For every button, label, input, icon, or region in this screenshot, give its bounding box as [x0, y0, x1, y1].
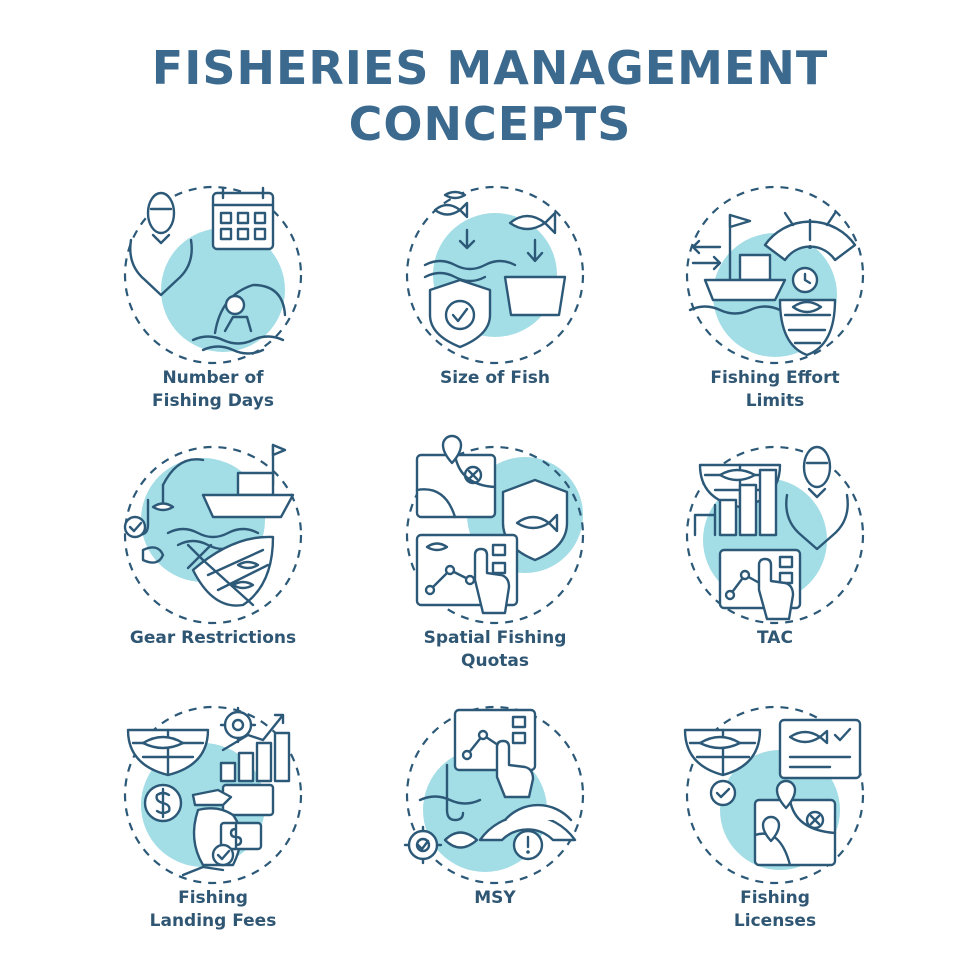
concept-label: Spatial Fishing Quotas: [423, 628, 567, 671]
concept-label: Fishing Licenses: [733, 888, 817, 931]
concept-label: Fishing Effort Limits: [710, 368, 840, 411]
concept-card-gear-restrictions: Gear Restrictions: [63, 443, 363, 705]
concept-card-landing-fees: Fishing Landing Fees: [63, 705, 363, 965]
title-line-2: CONCEPTS: [348, 97, 632, 151]
concept-card-effort-limits: Fishing Effort Limits: [625, 185, 925, 445]
concept-card-fishing-licenses: Fishing Licenses: [625, 705, 925, 965]
concept-card-spatial-quotas: Spatial Fishing Quotas: [345, 434, 645, 705]
spatial-quotas-icon: [405, 434, 585, 625]
msy-icon: [403, 705, 585, 885]
fishing-licenses-icon: [683, 705, 865, 885]
title-line-1: FISHERIES MANAGEMENT: [151, 41, 829, 95]
page-title: FISHERIES MANAGEMENT CONCEPTS: [0, 40, 980, 152]
concept-label: TAC: [757, 628, 793, 648]
concept-card-msy: MSY: [345, 705, 645, 965]
concept-card-fishing-days: Number of Fishing Days: [63, 185, 363, 445]
concept-card-tac: TAC: [625, 445, 925, 705]
landing-fees-icon: [123, 705, 303, 885]
gear-restrictions-icon: [123, 443, 303, 625]
concept-label: Size of Fish: [439, 368, 551, 388]
concept-label: Number of Fishing Days: [152, 368, 274, 411]
concept-card-fish-size: Size of Fish: [345, 185, 645, 445]
concept-label: Gear Restrictions: [129, 628, 297, 648]
concept-label: Fishing Landing Fees: [149, 888, 277, 931]
fish-size-icon: [405, 185, 585, 365]
tac-icon: [685, 445, 865, 625]
concept-label: MSY: [474, 888, 516, 908]
fishing-days-icon: [123, 185, 303, 365]
effort-limits-icon: [685, 185, 865, 365]
